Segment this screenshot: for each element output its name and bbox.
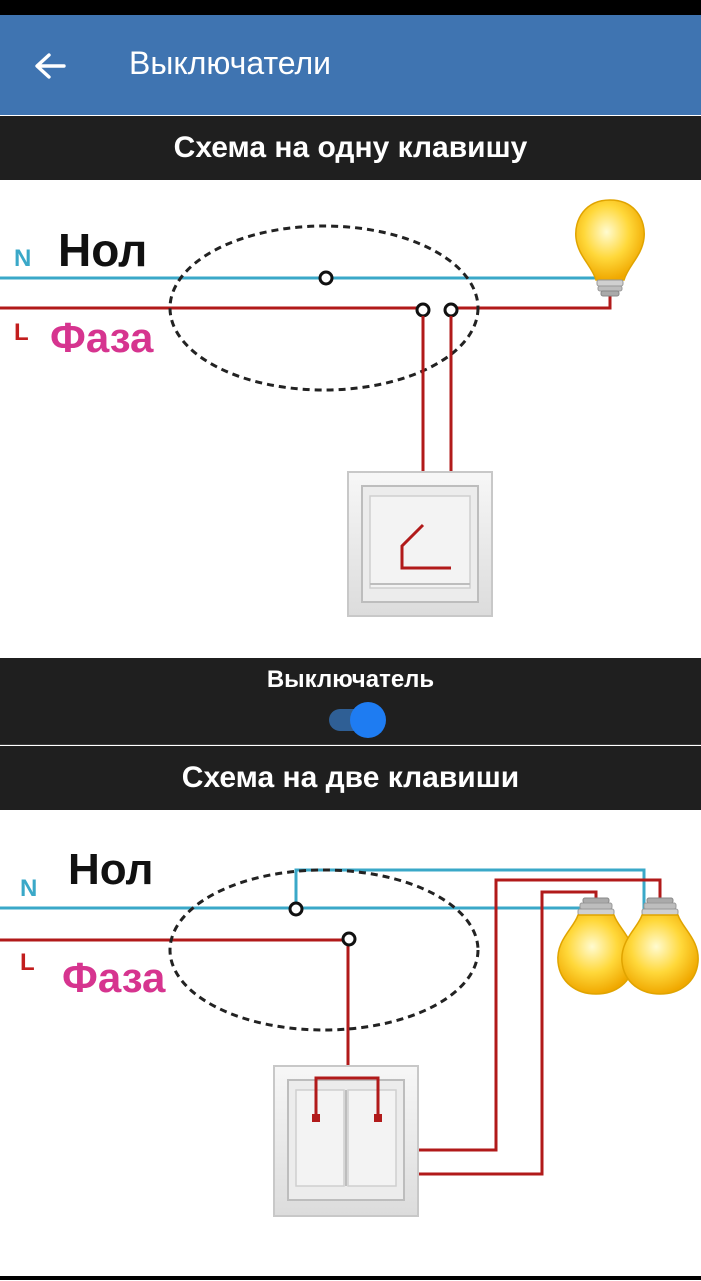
- switch-control-panel: Выключатель: [0, 658, 701, 745]
- double-switch-diagram: N Нол L Фаза: [0, 810, 701, 1276]
- junction-box: [168, 224, 480, 392]
- label-l: L: [20, 949, 35, 976]
- phase-wire-to-lamp: [452, 292, 612, 310]
- toggle-thumb: [350, 702, 386, 738]
- junction-terminal: [318, 270, 334, 286]
- lamp-bulb-1: [557, 897, 635, 995]
- section-title-double: Схема на две клавиши: [0, 746, 701, 810]
- single-key-switch: [347, 471, 493, 617]
- junction-box: [168, 868, 480, 1032]
- bottom-bar: [0, 1276, 701, 1280]
- wiring-diagram-single: N Нол L Фаза: [0, 199, 645, 617]
- junction-terminal: [415, 302, 431, 318]
- status-bar: [0, 0, 701, 15]
- lamp-bulb: [575, 199, 645, 297]
- junction-terminal: [443, 302, 459, 318]
- label-phase: Фаза: [50, 314, 154, 361]
- back-button[interactable]: [22, 41, 78, 91]
- single-switch-diagram: N Нол L Фаза: [0, 180, 701, 658]
- junction-terminal: [341, 931, 357, 947]
- lamp-bulb-2: [621, 897, 699, 995]
- app-bar: Выключатели: [0, 15, 701, 115]
- arrow-left-icon: [35, 53, 66, 79]
- light-toggle-switch[interactable]: [329, 702, 387, 738]
- junction-terminal: [288, 901, 304, 917]
- label-n: N: [14, 245, 31, 272]
- wiring-diagram-double: N Нол L Фаза: [0, 845, 699, 1217]
- label-l: L: [14, 319, 29, 346]
- label-n: N: [20, 875, 37, 902]
- label-neutral: Нол: [58, 224, 147, 276]
- label-phase: Фаза: [62, 954, 166, 1001]
- section-title-single: Схема на одну клавишу: [0, 116, 701, 180]
- switch-label: Выключатель: [266, 666, 435, 693]
- double-key-switch: [273, 1065, 419, 1217]
- page-title: Выключатели: [129, 45, 332, 81]
- lamp2-feed-wire: [398, 878, 662, 1152]
- phase-wire: [0, 938, 350, 1078]
- label-neutral: Нол: [68, 845, 154, 894]
